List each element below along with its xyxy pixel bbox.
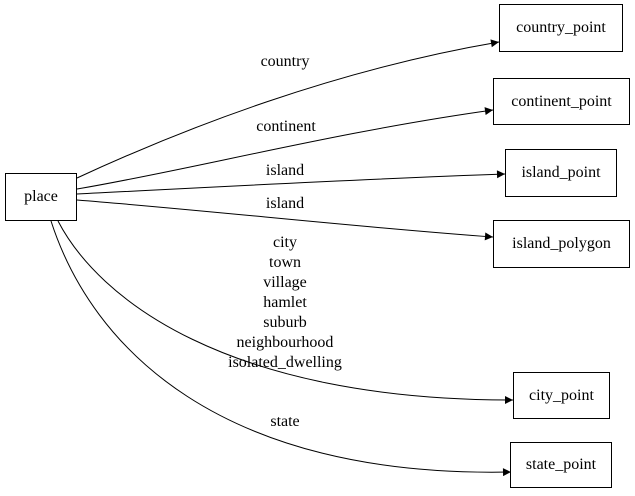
edge-label-suburb: suburb: [263, 314, 307, 331]
node-continent-point: continent_point: [493, 78, 630, 125]
node-place-label: place: [24, 188, 58, 205]
edge-label-island-point: island: [265, 162, 305, 179]
edge-label-town: town: [268, 254, 301, 271]
edge-place-island-polygon: [76, 199, 494, 241]
edge-place-continent-point: [76, 107, 494, 190]
node-continent-point-label: continent_point: [511, 92, 612, 110]
edge-label-state: state: [270, 413, 300, 430]
node-island-point-label: island_point: [521, 164, 601, 181]
edge-label-village: village: [263, 274, 307, 291]
edge-label-neighbourhood: neighbourhood: [236, 334, 334, 351]
edge-label-continent: continent: [256, 118, 316, 135]
edge-place-state-point: [50, 220, 512, 477]
node-country-point-label: country_point: [516, 19, 606, 36]
edge-place-country-point: [76, 39, 500, 179]
edge-label-isolated-dwelling: isolated_dwelling: [228, 354, 342, 371]
node-city-point-label: city_point: [529, 386, 594, 404]
node-city-point: city_point: [513, 372, 610, 419]
node-island-polygon: island_polygon: [493, 220, 630, 268]
edge-place-island-point: [76, 170, 506, 195]
edge-place-city-point: [57, 220, 514, 404]
edge-label-country: country: [260, 53, 310, 70]
node-state-point: state_point: [510, 442, 612, 488]
node-state-point-label: state_point: [525, 456, 597, 473]
node-island-point: island_point: [505, 149, 617, 197]
node-country-point: country_point: [499, 4, 623, 52]
edge-label-hamlet: hamlet: [263, 294, 307, 311]
node-place: place: [5, 173, 77, 221]
edge-label-city-group: city town village hamlet suburb neighbou…: [228, 233, 342, 373]
node-island-polygon-label: island_polygon: [512, 235, 611, 252]
edge-label-city: city: [272, 234, 297, 251]
edge-label-island-polygon: island: [265, 195, 305, 212]
